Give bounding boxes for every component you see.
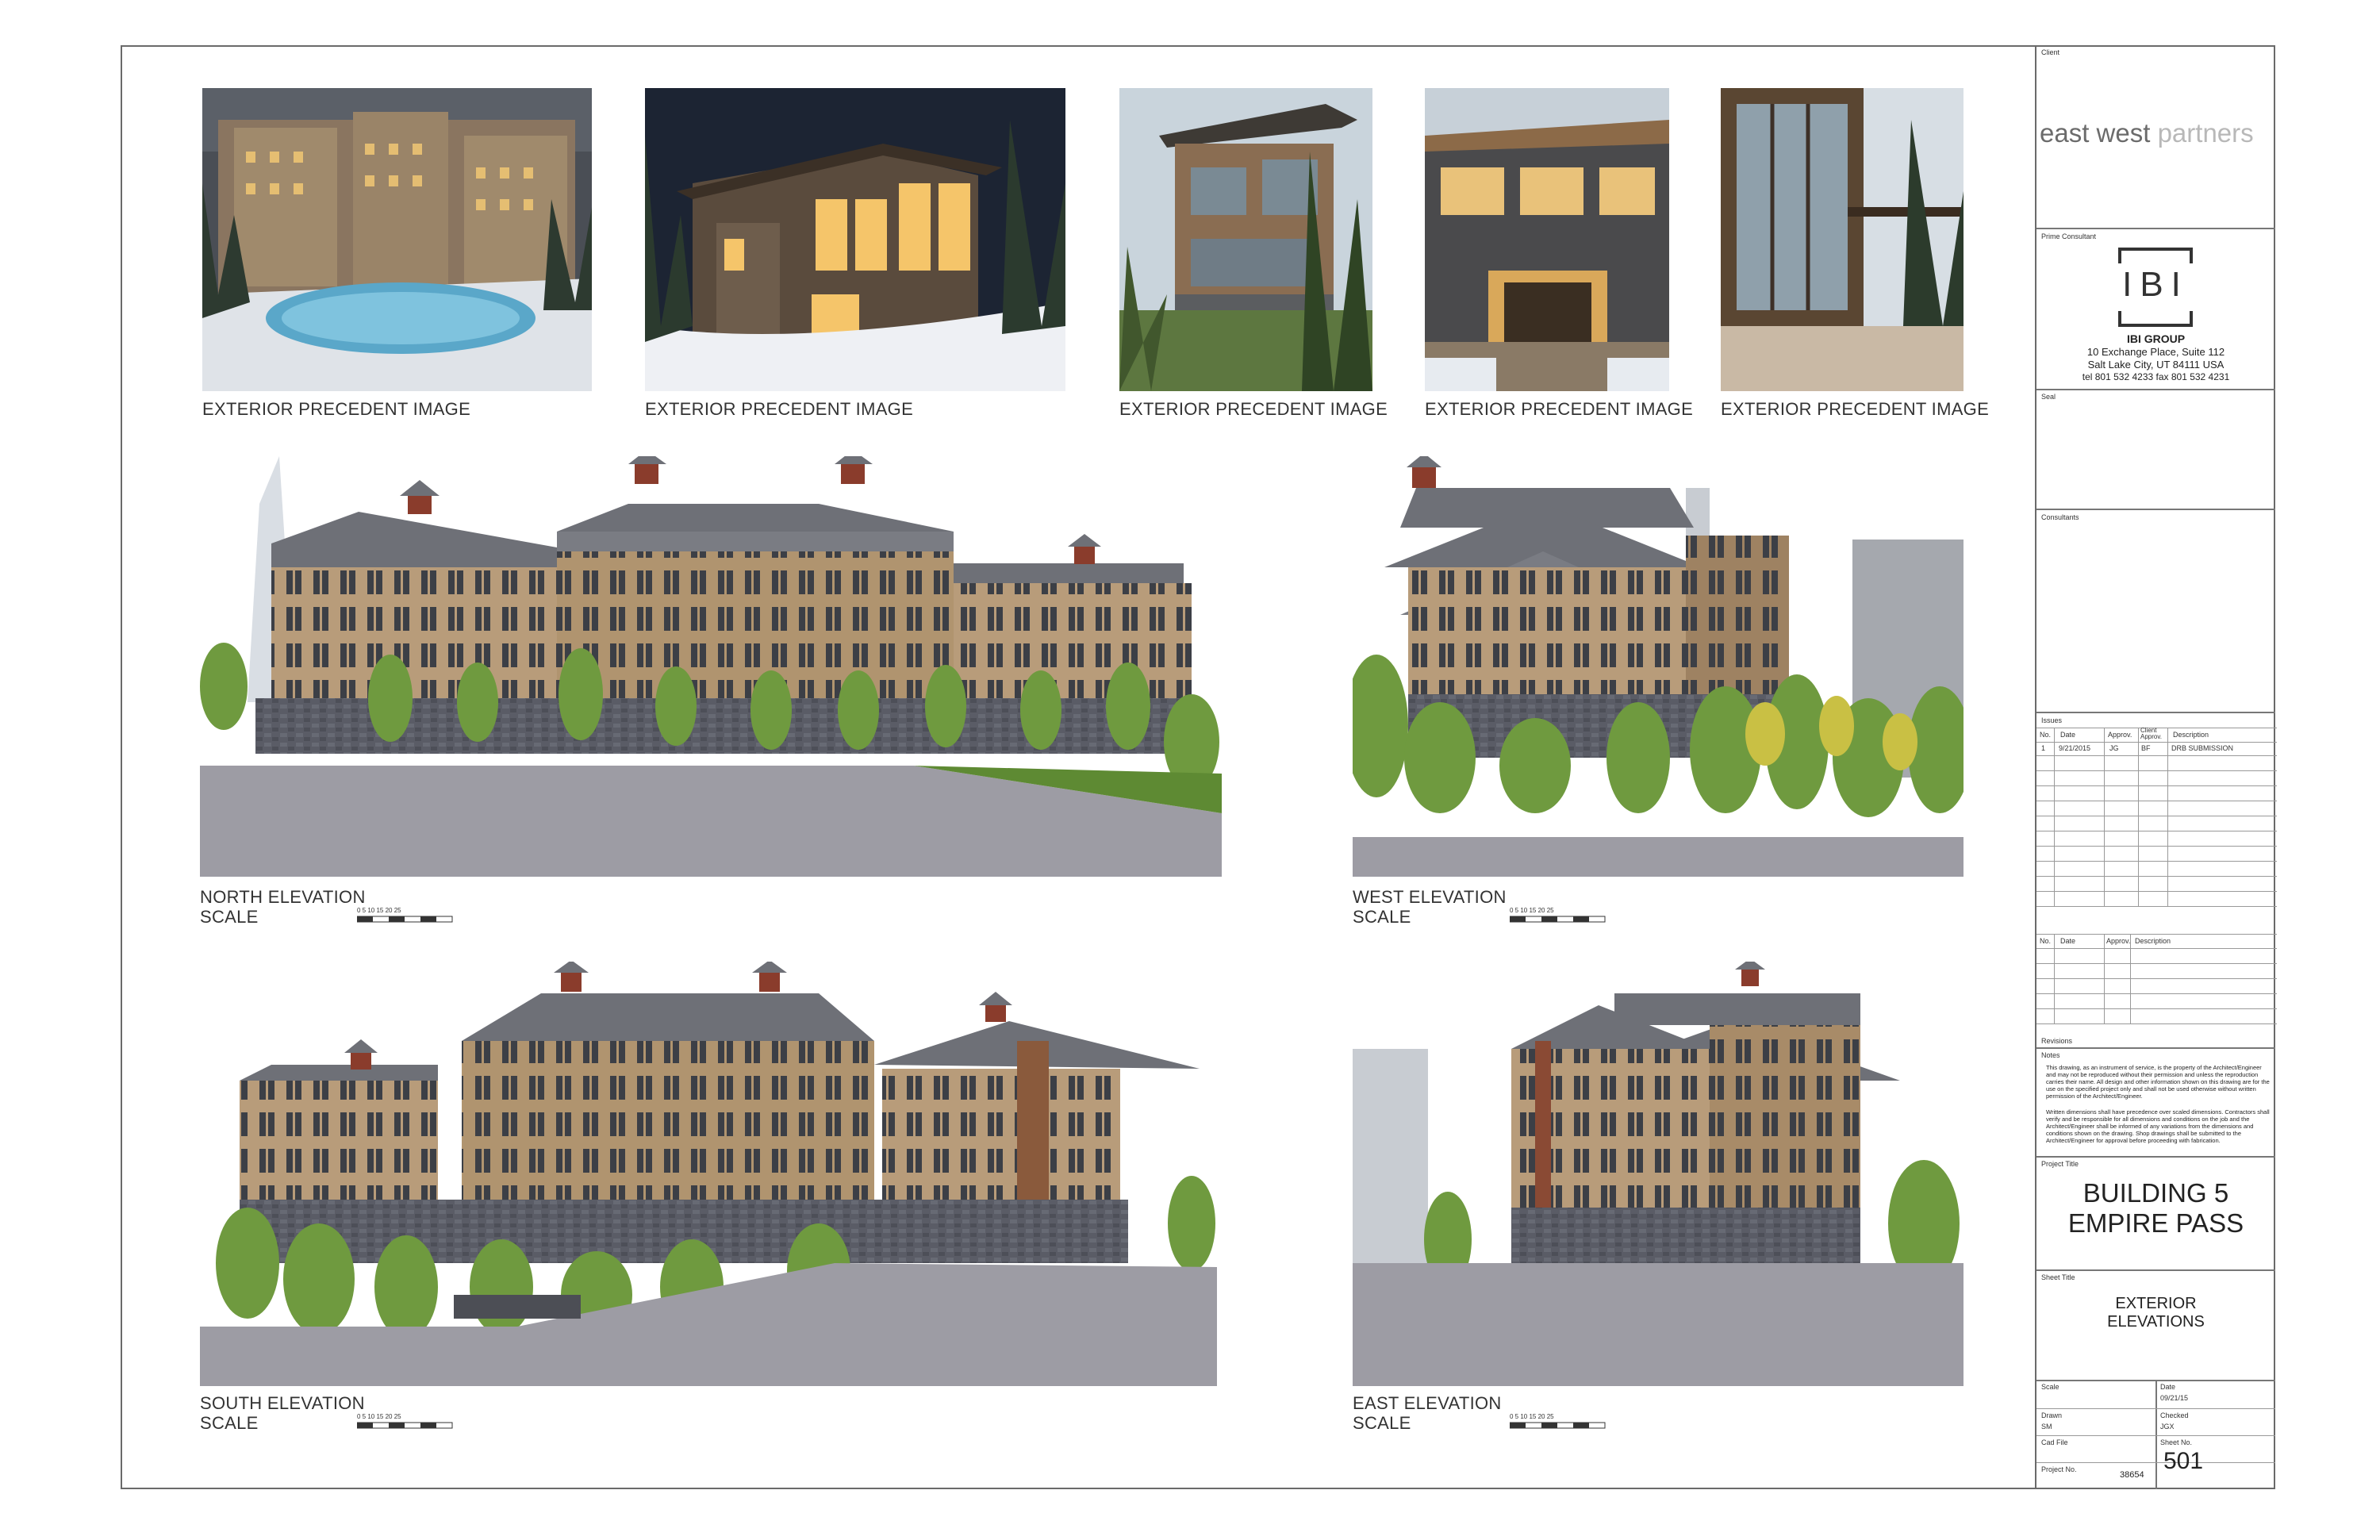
north-elevation-title: NORTH ELEVATION [200,887,366,907]
west-elevation-title: WEST ELEVATION [1353,887,1507,907]
east-scale-bar: 0 5 10 15 20 25 [1510,1413,1606,1429]
issue-row-no: 1 [2041,744,2046,752]
south-elevation-render [200,962,1217,1386]
sheet-no-label: Sheet No. [2160,1438,2193,1446]
client-label: Client [2041,48,2060,56]
divider [2036,1269,2275,1271]
divider [2036,228,2275,229]
sheet-title-line-1: EXTERIOR [2115,1295,2197,1312]
west-elevation-render [1353,456,1964,877]
svg-text:0 5 10 15 20 25: 0 5 10 15 20 25 [357,1413,401,1420]
title-block: Client east west partners Prime Consulta… [2035,45,2277,1489]
checked-label: Checked [2160,1411,2189,1419]
sheet-number: 501 [2163,1448,2204,1474]
south-elevation-scale-label: SCALE [200,1413,259,1433]
issues-header-no: No. [2040,731,2052,739]
issue-row-client-approv: BF [2141,744,2151,752]
firm-phone: tel 801 532 4233 fax 801 532 4231 [2082,371,2230,382]
issues-header-description: Description [2173,731,2209,739]
cad-file-label: Cad File [2041,1438,2068,1446]
precedent-image-3 [1119,88,1372,391]
north-scale-bar: 0 5 10 15 20 25 [357,907,453,923]
divider [2036,1047,2275,1049]
ibi-logo: IBI [2118,248,2193,327]
scale-label: Scale [2041,1383,2059,1391]
west-elevation-scale-label: SCALE [1353,907,1411,927]
east-elevation-scale-label: SCALE [1353,1413,1411,1433]
project-no-label: Project No. [2041,1465,2077,1473]
issue-row-description: DRB SUBMISSION [2171,744,2234,752]
issue-row-date: 9/21/2015 [2059,744,2091,752]
date-value: 09/21/15 [2160,1394,2189,1402]
project-title-line-1: BUILDING 5 [2082,1178,2229,1208]
precedent-image-2 [645,88,1065,391]
firm-name: IBI GROUP [2126,332,2186,345]
drawing-sheet-border [121,45,2275,1489]
consultants-label: Consultants [2041,513,2079,521]
divider [2036,1462,2275,1463]
precedent-caption-3: EXTERIOR PRECEDENT IMAGE [1119,399,1388,419]
divider [2036,1156,2275,1158]
west-scale-bar: 0 5 10 15 20 25 [1510,907,1606,923]
divider [2036,712,2275,713]
issue-row-approv: JG [2109,744,2119,752]
svg-text:0 5 10 15 20 25: 0 5 10 15 20 25 [1510,907,1554,914]
precedent-caption-5: EXTERIOR PRECEDENT IMAGE [1721,399,1990,419]
divider [2036,389,2275,390]
checked-value: JGX [2160,1423,2175,1431]
precedent-image-1 [202,88,592,391]
east-elevation-render [1353,962,1964,1386]
rev-header-no: No. [2040,937,2052,945]
divider [2036,1435,2275,1436]
notes-label: Notes [2041,1051,2060,1059]
divider [2155,1380,2157,1489]
issues-label: Issues [2041,716,2063,724]
svg-text:0 5 10 15 20 25: 0 5 10 15 20 25 [1510,1413,1554,1420]
precedent-caption-2: EXTERIOR PRECEDENT IMAGE [645,399,914,419]
project-no-value: 38654 [2120,1470,2144,1480]
divider [2036,509,2275,510]
north-elevation-scale-label: SCALE [200,907,259,927]
firm-address-1: 10 Exchange Place, Suite 112 [2086,346,2225,358]
south-elevation-title: SOUTH ELEVATION [200,1393,365,1413]
notes-paragraph-2: Written dimensions shall have precedence… [2046,1108,2270,1144]
issues-header-approv: Approv. [2108,731,2132,739]
rev-header-date: Date [2060,937,2076,945]
precedent-caption-4: EXTERIOR PRECEDENT IMAGE [1425,399,1694,419]
seal-label: Seal [2041,393,2056,401]
prime-consultant-label: Prime Consultant [2041,232,2097,240]
date-label: Date [2160,1383,2176,1391]
client-name-east-west: east west [2040,118,2151,148]
north-elevation-render [200,456,1222,877]
precedent-caption-1: EXTERIOR PRECEDENT IMAGE [202,399,471,419]
project-title-label: Project Title [2041,1160,2079,1168]
client-name-partners: partners [2157,118,2254,148]
client-logo: east west partners [2040,118,2254,148]
precedent-image-4 [1425,88,1669,391]
issues-header-date: Date [2060,731,2076,739]
sheet-title-label: Sheet Title [2041,1273,2075,1281]
drawn-label: Drawn [2041,1411,2063,1419]
south-scale-bar: 0 5 10 15 20 25 [357,1413,453,1429]
ibi-logo-text: IBI [2122,265,2189,304]
revisions-table: No. Date Approv. Description [2036,934,2277,1077]
svg-text:0 5 10 15 20 25: 0 5 10 15 20 25 [357,907,401,914]
rev-header-approv: Approv. [2106,937,2131,945]
notes-paragraph-1: This drawing, as an instrument of servic… [2046,1064,2270,1100]
issues-header-client-approv: Client Approv. [2140,727,2162,740]
revisions-label: Revisions [2041,1037,2073,1045]
drawn-value: SM [2041,1423,2052,1431]
east-elevation-title: EAST ELEVATION [1353,1393,1502,1413]
issues-table: No. Date Approv. Client Approv. Descript… [2036,728,2277,954]
sheet-title-line-2: ELEVATIONS [2107,1313,2205,1331]
firm-address-2: Salt Lake City, UT 84111 USA [2087,359,2225,371]
divider [2036,1408,2275,1409]
rev-header-description: Description [2135,937,2171,945]
project-title-line-2: EMPIRE PASS [2067,1208,2244,1238]
precedent-image-5 [1721,88,1964,391]
